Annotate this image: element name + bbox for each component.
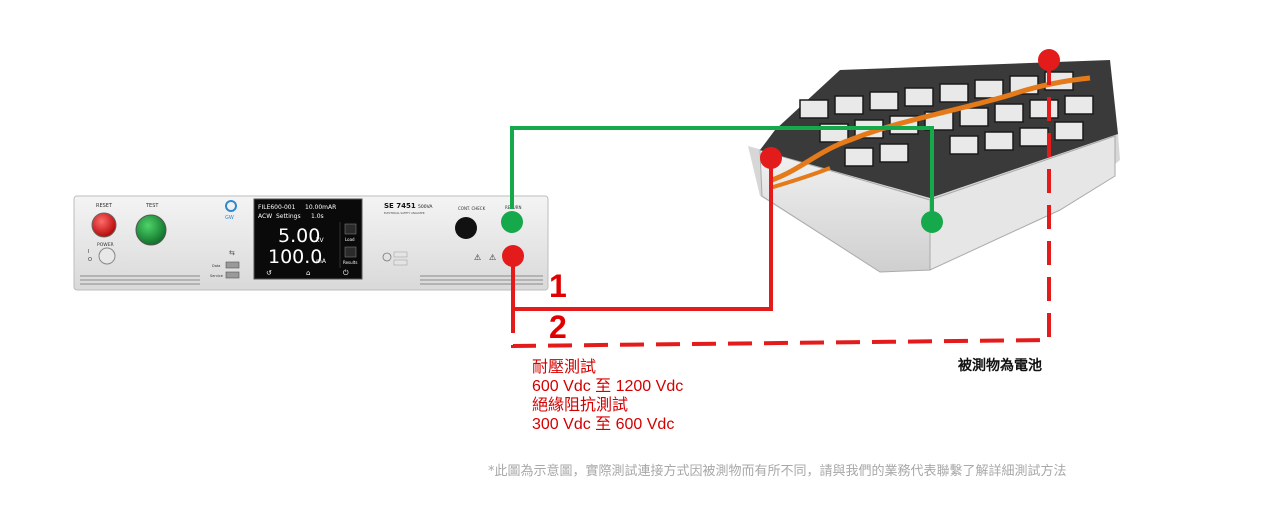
home-icon[interactable]: ⌂ <box>306 269 310 277</box>
model-subtitle: ELECTRICAL SAFETY ANALYZER <box>384 211 425 215</box>
red-wire-2-dashed <box>511 60 1051 349</box>
wire-number-1: 1 <box>549 268 567 304</box>
disclaimer: *此圖為示意圖，實際測試連接方式因被測物而有所不同，請與我們的業務代表聯繫了解詳… <box>488 464 1067 479</box>
model-name: SE 7451 <box>384 202 416 210</box>
results-label: Results <box>343 260 357 265</box>
current-limit: 10.00mAR <box>305 204 336 211</box>
vent-left <box>80 275 200 285</box>
dut-label: 被測物為電池 <box>958 358 1042 374</box>
my-menu-button[interactable] <box>393 251 408 258</box>
results-softkey[interactable] <box>344 246 357 258</box>
power-switch[interactable] <box>98 247 116 265</box>
voltage-unit: kV <box>316 237 324 244</box>
rotary-knob-indicator <box>382 252 392 262</box>
warning-icon-2: ⚠ <box>489 253 496 262</box>
usb-port-service[interactable] <box>225 271 240 279</box>
model-power: 500VA <box>418 204 433 210</box>
power-icon[interactable]: ⏻ <box>343 269 349 277</box>
time-value: 1.0s <box>311 213 324 220</box>
vent-right <box>420 275 543 285</box>
test-specification-notes: 耐壓測試 600 Vdc 至 1200 Vdc 絕緣阻抗測試 300 Vdc 至… <box>532 358 683 434</box>
safety-analyzer-instrument: RESET TEST POWER I O GW ⇆ Data Service F… <box>73 195 549 291</box>
test-button[interactable] <box>135 214 167 246</box>
test-label: TEST <box>145 203 159 209</box>
current-unit: mA <box>316 258 327 265</box>
power-label: POWER <box>97 242 114 248</box>
back-icon[interactable]: ↺ <box>266 269 272 277</box>
reset-button[interactable] <box>91 212 117 238</box>
file-name: FILE600-001 <box>258 204 296 211</box>
green-terminal-battery[interactable] <box>921 211 943 233</box>
cont-check-label: CONT. CHECK <box>458 206 486 211</box>
cont-check-terminal[interactable] <box>455 217 477 239</box>
red-terminal-battery-2[interactable] <box>1038 49 1060 71</box>
green-terminal-instrument[interactable] <box>501 211 523 233</box>
reset-label: RESET <box>96 203 113 209</box>
red-wire-1 <box>511 158 773 311</box>
red-terminal-instrument[interactable] <box>502 245 524 267</box>
usb-port-data[interactable] <box>225 261 240 269</box>
insulation-test-title: 絕緣阻抗測試 <box>532 397 629 414</box>
settings-label: Settings <box>276 213 301 220</box>
current-value: 100.0 <box>268 246 322 268</box>
lcd-screen: FILE600-001 10.00mAR ACW Settings 1.0s 5… <box>253 198 363 280</box>
brand-text: GW <box>225 215 234 221</box>
insulation-test-range: 300 Vdc 至 600 Vdc <box>532 416 675 433</box>
usb-data-label: Data <box>212 264 220 268</box>
withstand-test-range: 600 Vdc 至 1200 Vdc <box>532 378 684 395</box>
play-button[interactable] <box>393 259 408 266</box>
usb-service-label: Service <box>210 274 223 278</box>
voltage-value: 5.00 <box>278 225 320 247</box>
brand-logo: GW <box>225 200 237 221</box>
power-on-mark: I <box>88 249 89 255</box>
battery-cells <box>799 71 1094 167</box>
usb-icon: ⇆ <box>229 249 235 257</box>
warning-icon: ⚠ <box>474 253 481 262</box>
power-off-mark: O <box>88 257 92 263</box>
withstand-test-title: 耐壓測試 <box>532 359 597 376</box>
green-wire <box>510 126 934 222</box>
red-terminal-battery-1[interactable] <box>760 147 782 169</box>
load-softkey[interactable] <box>344 223 357 235</box>
load-label: Load <box>345 237 355 242</box>
wire-number-2: 2 <box>549 309 567 345</box>
mode-label: ACW <box>258 213 272 220</box>
